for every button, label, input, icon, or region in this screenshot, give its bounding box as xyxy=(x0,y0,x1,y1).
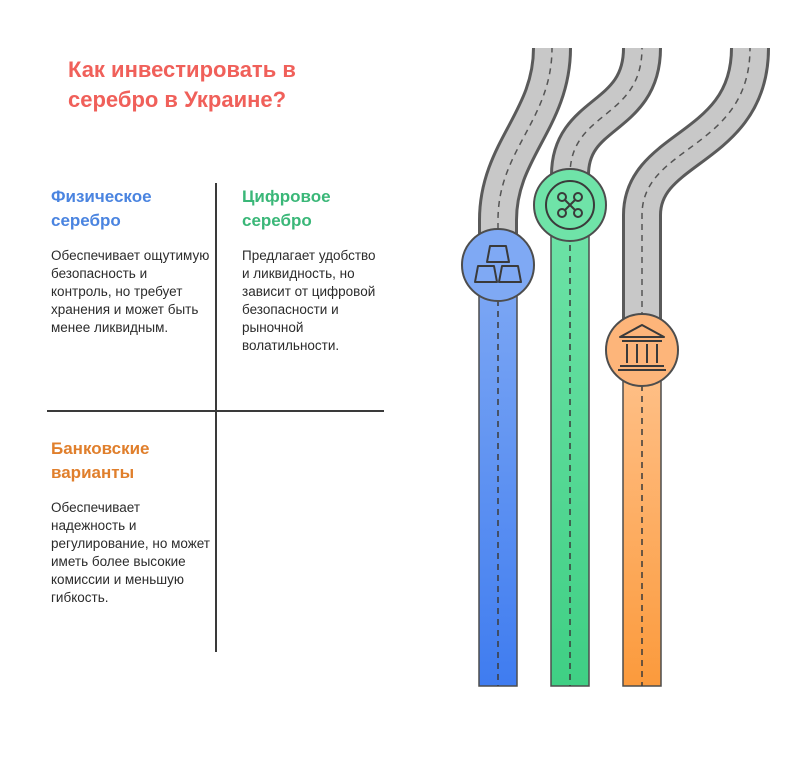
option-text-banking: Обеспечивает надежность и регулирование,… xyxy=(51,500,210,605)
bank-icon xyxy=(605,313,679,387)
option-text-physical: Обеспечивает ощутимую безопасность и кон… xyxy=(51,248,210,335)
road-banking xyxy=(622,47,770,687)
horizontal-divider xyxy=(47,410,384,412)
option-banking: Банковские варианты Обеспечивает надежно… xyxy=(51,437,211,607)
option-physical-silver: Физическое серебро Обеспечивает ощутимую… xyxy=(51,185,211,337)
crypto-network-icon xyxy=(533,168,607,242)
roads-illustration xyxy=(461,46,770,687)
option-digital-silver: Цифровое серебро Предлагает удобство и л… xyxy=(242,185,377,355)
option-heading-banking: Банковские варианты xyxy=(51,439,150,482)
option-text-digital: Предлагает удобство и ликвидность, но за… xyxy=(242,248,376,353)
option-heading-digital: Цифровое серебро xyxy=(242,187,331,230)
page-title: Как инвестировать в серебро в Украине? xyxy=(68,57,296,112)
option-heading-physical: Физическое серебро xyxy=(51,187,152,230)
gold-bars-icon xyxy=(461,228,535,302)
vertical-divider xyxy=(215,183,217,652)
road-physical xyxy=(478,47,572,687)
